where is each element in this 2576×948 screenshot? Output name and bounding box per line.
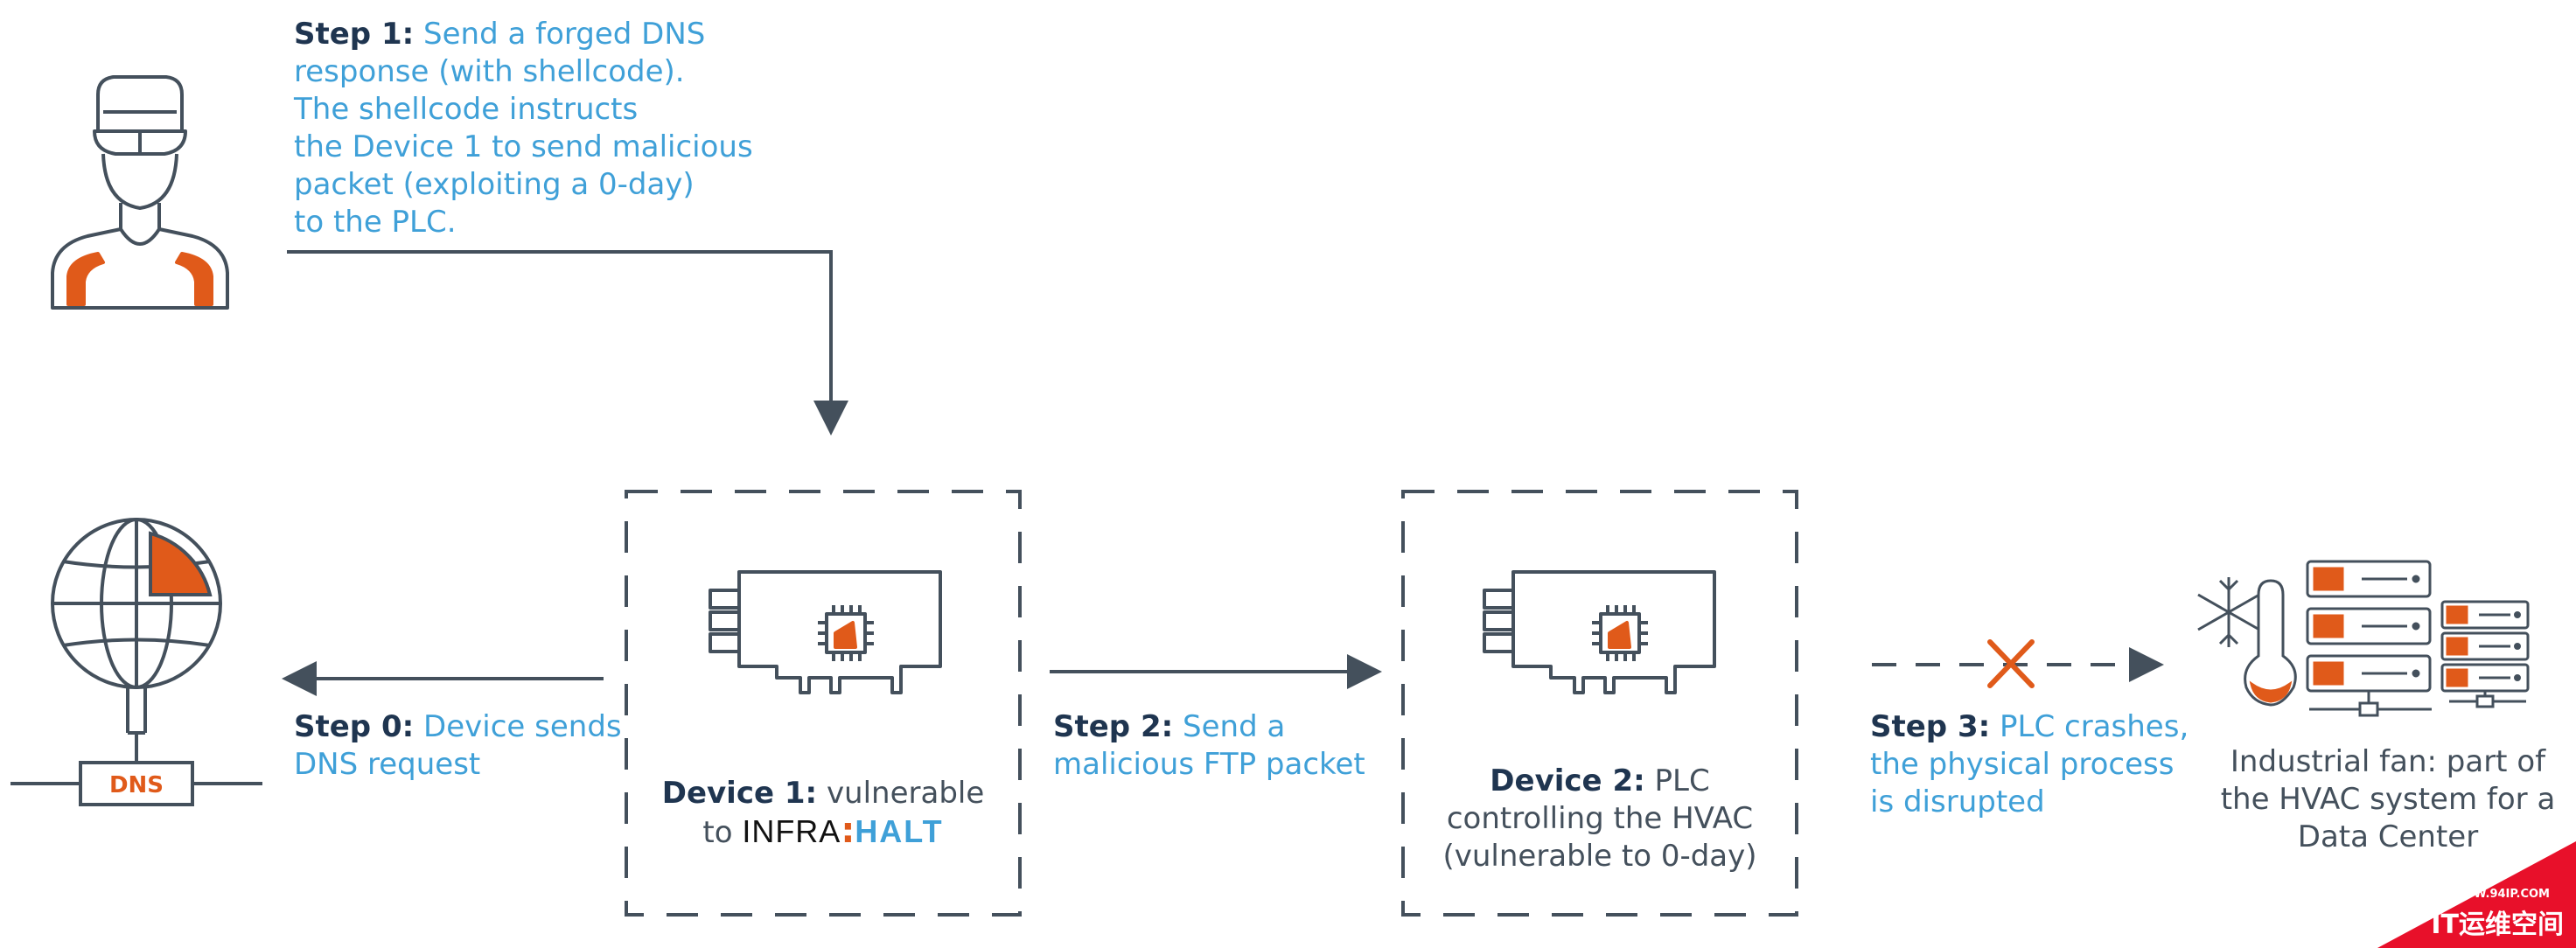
device1-line2-prefix: to bbox=[702, 815, 733, 850]
step1-line4: the Device 1 to send malicious bbox=[294, 129, 753, 164]
fan-line2: the HVAC system for a bbox=[2220, 782, 2556, 817]
step1-line2: response (with shellcode). bbox=[294, 54, 685, 89]
fan-line1: Industrial fan: part of bbox=[2230, 744, 2546, 779]
step3-line3: is disrupted bbox=[1870, 784, 2045, 819]
x-mark-icon bbox=[1987, 639, 2035, 688]
step0-line2: DNS request bbox=[294, 747, 481, 782]
step3-line2: the physical process bbox=[1870, 747, 2175, 782]
logo-infra-text: INFRA bbox=[742, 813, 841, 849]
watermark-triangle bbox=[2377, 841, 2576, 948]
step0-label: Step 0: bbox=[294, 709, 415, 744]
step1-line1: Send a forged DNS bbox=[423, 17, 706, 52]
server-unit-icon bbox=[2306, 560, 2432, 717]
device1-text: Device 1: vulnerable to INFRA:HALT bbox=[644, 775, 1002, 852]
watermark-url: WWW.94IP.COM bbox=[2448, 888, 2550, 901]
fan-line3: Data Center bbox=[2297, 819, 2479, 854]
device1-label: Device 1: bbox=[661, 776, 818, 811]
logo-halt-text: HALT bbox=[855, 813, 944, 849]
step2-label: Step 2: bbox=[1053, 709, 1174, 744]
circuit-board-icon bbox=[1483, 570, 1716, 694]
thermometer-icon bbox=[2244, 579, 2297, 707]
step1-arrow bbox=[287, 250, 848, 436]
device2-line2: controlling the HVAC bbox=[1446, 801, 1754, 836]
step1-line3: The shellcode instructs bbox=[294, 92, 639, 127]
step1-label: Step 1: bbox=[294, 17, 415, 52]
infrahalt-logo: INFRA:HALT bbox=[742, 812, 944, 850]
snowflake-icon bbox=[2197, 577, 2260, 647]
step3-label: Step 3: bbox=[1870, 709, 1991, 744]
globe-dns-icon bbox=[10, 518, 262, 806]
device2-line3: (vulnerable to 0-day) bbox=[1442, 839, 1757, 874]
step2-line1: Send a bbox=[1183, 709, 1286, 744]
step2-text: Step 2: Send a malicious FTP packet bbox=[1053, 708, 1386, 784]
step3-text: Step 3: PLC crashes, the physical proces… bbox=[1870, 708, 2203, 821]
hvac-server-rack-icon bbox=[2197, 560, 2530, 717]
step1-text: Step 1: Send a forged DNS response (with… bbox=[294, 16, 784, 241]
device2-text: Device 2: PLC controlling the HVAC (vuln… bbox=[1421, 763, 1779, 875]
step2-line2: malicious FTP packet bbox=[1053, 747, 1365, 782]
watermark-name: IT运维空间 bbox=[2431, 910, 2564, 940]
device1-line2: to INFRA:HALT bbox=[644, 812, 1002, 852]
dns-server-label: DNS bbox=[109, 772, 164, 798]
device2-label: Device 2: bbox=[1490, 763, 1645, 798]
device1-box bbox=[625, 490, 1022, 917]
fan-caption: Industrial fan: part of the HVAC system … bbox=[2204, 743, 2572, 856]
step0-line1: Device sends bbox=[423, 709, 622, 744]
circuit-board-icon bbox=[709, 570, 942, 694]
step0-text: Step 0: Device sends DNS request bbox=[294, 708, 626, 784]
step1-line5: packet (exploiting a 0-day) bbox=[294, 167, 695, 202]
hacker-icon bbox=[51, 75, 229, 310]
step1-line6: to the PLC. bbox=[294, 205, 457, 240]
server-rack-small-icon bbox=[2440, 600, 2530, 708]
logo-colon: : bbox=[841, 811, 855, 851]
device2-line1: PLC bbox=[1654, 763, 1710, 798]
step3-line1: PLC crashes, bbox=[2000, 709, 2189, 744]
device1-line1: vulnerable bbox=[826, 776, 985, 811]
device2-box bbox=[1401, 490, 1798, 917]
